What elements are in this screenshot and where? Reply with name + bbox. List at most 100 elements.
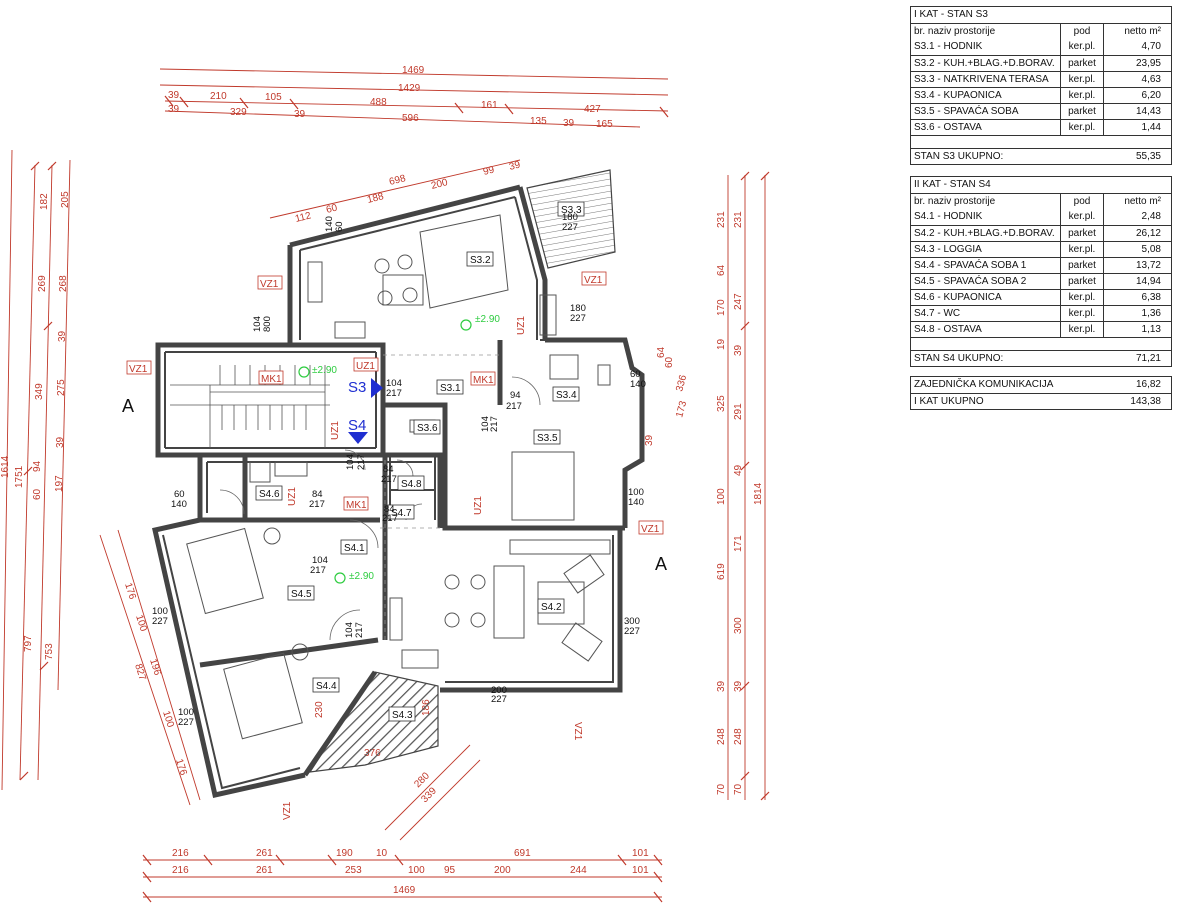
svg-text:84: 84 [312, 489, 323, 500]
dim-right-inner: 231 [716, 211, 727, 228]
table-cell-name: S4.1 - HODNIK [914, 211, 983, 222]
table-cell-floor: ker.pl. [1060, 209, 1103, 225]
dim-slanted: 188 [366, 191, 385, 206]
table-cell-area: 14,43 [1103, 104, 1171, 119]
dim-right-outer: 39 [733, 680, 744, 692]
svg-text:227: 227 [178, 717, 194, 728]
dim-top-3: 161 [481, 100, 498, 111]
table-cell-name: S4.3 - LOGGIA [914, 244, 982, 255]
table-title: I KAT - STAN S3 [914, 9, 988, 20]
tag-vz1: VZ1 [282, 801, 293, 820]
dim-bottom-1: 691 [514, 848, 531, 859]
dim-right-outer: 49 [733, 464, 744, 476]
table-cell-area: 23,95 [1103, 56, 1171, 71]
unit-label-s4: S4 [348, 417, 366, 434]
svg-text:104: 104 [344, 622, 355, 638]
table-cell-area: 6,38 [1103, 290, 1171, 305]
total-label: STAN S4 UKUPNO: [914, 353, 1004, 364]
dim-bottom-1: 10 [376, 848, 388, 859]
dim-slanted: 200 [430, 177, 449, 192]
dim-misc: 230 [314, 701, 325, 718]
svg-text:200: 200 [491, 685, 507, 696]
table-cell-area: 1,44 [1103, 120, 1171, 135]
element-tags: VZ1 VZ1 VZ1 VZ1 VZ1 VZ1 UZ1 UZ1 UZ1 UZ1 … [126, 271, 664, 820]
dim-right-outer: 231 [733, 211, 744, 228]
area-table-s3: I KAT - STAN S3 br. naziv prostorije pod… [910, 6, 1172, 165]
tag-mk1: MK1 [473, 375, 494, 386]
dim-right-outer: 247 [733, 293, 744, 310]
table-cell-floor: ker.pl. [1060, 72, 1103, 87]
table-cell-name: S3.2 - KUH.+BLAG.+D.BORAV. [914, 58, 1055, 69]
dim-top-4: 596 [402, 113, 419, 124]
table-cell-area: 5,08 [1103, 242, 1171, 257]
svg-text:227: 227 [570, 313, 586, 324]
table-cell-name: S3.5 - SPAVAĆA SOBA [914, 106, 1019, 117]
dim-left-total: 1751 [14, 465, 25, 488]
tag-mk1: MK1 [346, 500, 367, 511]
dim-left-misc: 60 [32, 488, 43, 500]
dim-misc: 173 [674, 399, 689, 418]
svg-text:104: 104 [312, 555, 328, 566]
dim-right-inner: 248 [716, 728, 727, 745]
dim-left-outer: 269 [37, 275, 48, 292]
column-header: br. naziv prostorije [914, 196, 996, 207]
table-cell-name: S3.6 - OSTAVA [914, 122, 982, 133]
table-cell-area: 26,12 [1103, 226, 1171, 241]
svg-text:100: 100 [152, 606, 168, 617]
table-cell-floor: parket [1060, 258, 1103, 273]
dimension-labels: 1469 1429 39 210 105 488 161 427 39 329 … [0, 65, 764, 896]
tag-mk1: MK1 [261, 374, 282, 385]
dim-misc: 336 [674, 373, 689, 392]
dim-diag: 827 [132, 663, 148, 683]
dim-top-4: 135 [530, 116, 547, 127]
dim-left-outer: 94 [32, 460, 43, 472]
room-label-s4-3: S4.3 [392, 710, 413, 721]
tag-uz1: UZ1 [516, 316, 527, 335]
dim-right-outer: 39 [733, 344, 744, 356]
svg-text:180: 180 [570, 303, 586, 314]
dim-right-outer: 291 [733, 403, 744, 420]
dim-top-4: 39 [294, 109, 306, 120]
level-mark: ±2.90 [349, 571, 374, 582]
dim-right-inner: 170 [716, 299, 727, 316]
dim-bottom-2: 101 [632, 865, 649, 876]
dim-bottom-3: 1469 [393, 885, 416, 896]
room-label-s3-2: S3.2 [470, 255, 491, 266]
table-cell-name: S3.1 - HODNIK [914, 41, 983, 52]
svg-text:227: 227 [562, 222, 578, 233]
tag-vz1: VZ1 [584, 275, 603, 286]
dim-right-total: 1814 [753, 482, 764, 505]
table-cell-floor: parket [1060, 104, 1103, 119]
tag-uz1: UZ1 [356, 361, 375, 372]
room-label-s4-5: S4.5 [291, 589, 312, 600]
dashed-lines [380, 354, 500, 640]
dim-left-outer: 182 [39, 193, 50, 210]
svg-text:180: 180 [562, 212, 578, 223]
dim-left-mid: 39 [57, 330, 68, 342]
room-label-s4-8: S4.8 [401, 479, 422, 490]
dim-top-3: 105 [265, 92, 282, 103]
dim-top-3: 488 [370, 97, 387, 108]
summary-label: I KAT UKUPNO [914, 396, 984, 407]
summary-table: ZAJEDNIČKA KOMUNIKACIJA 16,82 I KAT UKUP… [910, 376, 1172, 410]
svg-text:217: 217 [506, 401, 522, 412]
svg-text:217: 217 [489, 416, 500, 432]
svg-text:140: 140 [324, 216, 335, 232]
svg-text:60: 60 [174, 489, 185, 500]
table-cell-area: 13,72 [1103, 258, 1171, 273]
svg-text:217: 217 [381, 474, 397, 485]
table-cell-area: 14,94 [1103, 274, 1171, 289]
tag-vz1: VZ1 [129, 364, 148, 375]
total-value: 71,21 [1135, 353, 1161, 364]
table-title: II KAT - STAN S4 [914, 179, 991, 190]
table-cell-floor: ker.pl. [1060, 242, 1103, 257]
unit-arrow-s3 [371, 378, 383, 398]
table-cell-area: 4,63 [1103, 72, 1171, 87]
dim-misc: 39 [644, 434, 655, 446]
room-label-s4-2: S4.2 [541, 602, 562, 613]
